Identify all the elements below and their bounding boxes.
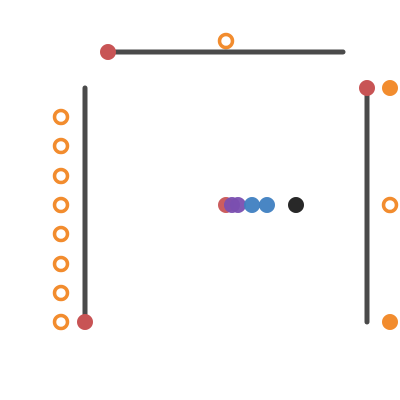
hollow-goal-8: [52, 313, 70, 331]
red-agent-top-wall-start: [100, 44, 116, 60]
red-agent-left-wall-end: [77, 314, 93, 330]
walls-layer: [82, 49, 370, 325]
cluster-agent-black-5: [288, 197, 304, 213]
hollow-goal-1: [52, 108, 70, 126]
hollow-goal-2: [52, 137, 70, 155]
red-agent-right-wall-start: [359, 80, 375, 96]
center-cluster-layer: [218, 197, 304, 213]
hollow-goal-7: [52, 284, 70, 302]
filled-goal-1: [382, 314, 398, 330]
cluster-agent-purple-2: [230, 197, 246, 213]
filled-goals-layer: [382, 80, 398, 330]
filled-goal-0: [382, 80, 398, 96]
hollow-goal-0: [217, 32, 235, 50]
hollow-goals-layer: [52, 32, 399, 331]
hollow-goal-3: [52, 167, 70, 185]
hollow-goal-6: [52, 255, 70, 273]
cluster-agent-blue-4: [259, 197, 275, 213]
cluster-agent-blue-3: [244, 197, 260, 213]
hollow-goal-5: [52, 225, 70, 243]
hollow-goal-9: [381, 196, 399, 214]
red-agents-layer: [77, 44, 375, 330]
hollow-goal-4: [52, 196, 70, 214]
